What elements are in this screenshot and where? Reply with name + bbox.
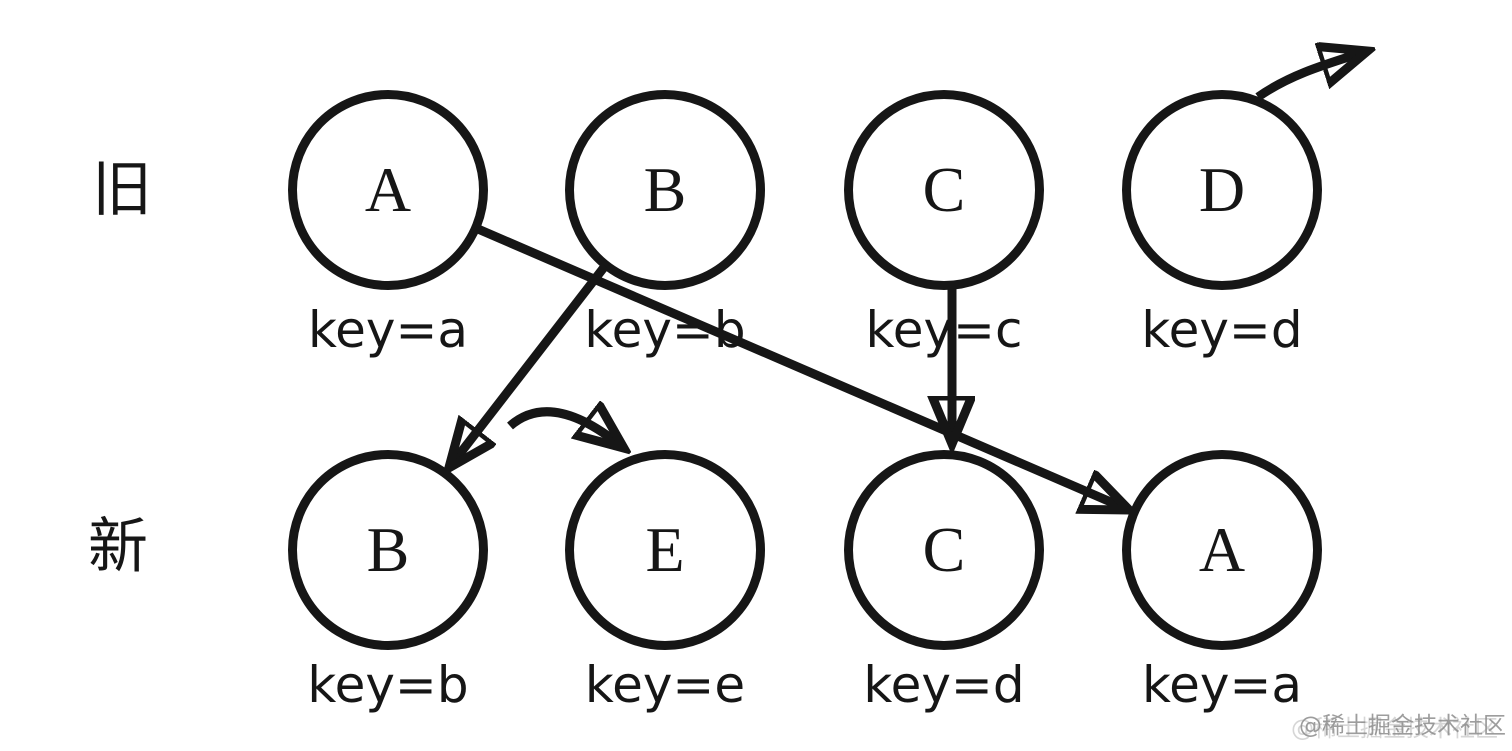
- key-label-old-b: key=b: [584, 301, 746, 359]
- arrow-insert-e: [507, 412, 616, 442]
- node-new-e: E: [565, 450, 765, 650]
- node-new-c: C: [844, 450, 1044, 650]
- arrow-move-b: [455, 263, 609, 460]
- new-row-label: 新: [88, 512, 148, 582]
- node-new-a-letter: A: [1198, 514, 1246, 585]
- arrow-remove-d: [1255, 54, 1358, 101]
- node-new-e-letter: E: [645, 514, 685, 585]
- node-old-c: C: [844, 90, 1044, 290]
- node-new-b: B: [288, 450, 488, 650]
- key-label-new-a: key=a: [1141, 656, 1303, 714]
- node-old-b: B: [565, 90, 765, 290]
- node-old-b-letter: B: [643, 154, 687, 225]
- node-new-c-letter: C: [922, 514, 966, 585]
- key-label-new-e: key=e: [584, 656, 746, 714]
- node-new-b-letter: B: [366, 514, 410, 585]
- watermark: @稀土掘金技术社区: [1299, 713, 1506, 739]
- node-old-c-letter: C: [922, 154, 966, 225]
- node-new-a: A: [1122, 450, 1322, 650]
- node-old-a-letter: A: [364, 154, 412, 225]
- arrow-move-a: [476, 224, 1120, 506]
- key-label-old-d: key=d: [1141, 301, 1303, 359]
- node-old-a: A: [288, 90, 488, 290]
- key-label-old-a: key=a: [307, 301, 469, 359]
- key-label-new-b: key=b: [307, 656, 469, 714]
- node-old-d-letter: D: [1198, 154, 1246, 225]
- key-label-old-c: key=c: [865, 301, 1023, 359]
- node-old-d: D: [1122, 90, 1322, 290]
- key-label-new-c: key=d: [863, 656, 1025, 714]
- old-row-label: 旧: [92, 155, 152, 225]
